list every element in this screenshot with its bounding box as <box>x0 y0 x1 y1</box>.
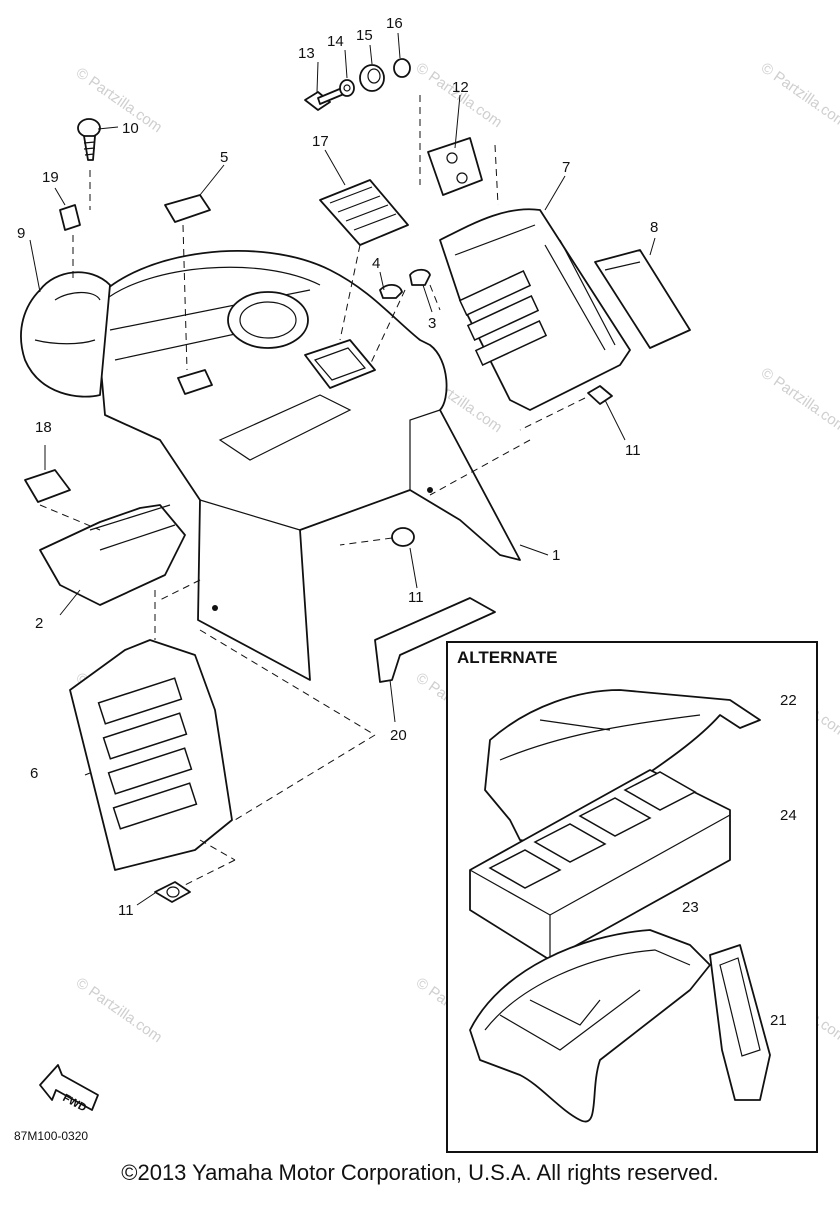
part-18-sticker <box>24 469 71 503</box>
part-20-strip <box>374 597 496 683</box>
callout-5: 5 <box>220 149 228 166</box>
part-5-clip <box>164 194 211 223</box>
callout-11: 11 <box>625 442 641 459</box>
callout-21: 21 <box>770 1012 787 1029</box>
callout-20: 20 <box>390 727 407 744</box>
part-11-bolts <box>154 385 613 903</box>
fasteners-13-16 <box>304 58 411 111</box>
watermark: © Partzilla.com <box>758 59 840 131</box>
callout-24: 24 <box>780 807 797 824</box>
callout-19: 19 <box>42 169 59 186</box>
part-17-pad <box>319 179 409 246</box>
fwd-arrow: FWD <box>39 1064 99 1114</box>
callout-18: 18 <box>35 419 52 436</box>
part-19-cap <box>59 204 81 231</box>
part-1-rear-body <box>94 250 521 681</box>
drawing-code: 87M100-0320 <box>14 1129 88 1143</box>
callout-6: 6 <box>30 765 38 782</box>
alternate-label: ALTERNATE <box>457 648 557 667</box>
alternate-box: ALTERNATE <box>446 641 818 1153</box>
watermark: © Partzilla.com <box>758 364 840 436</box>
callout-13: 13 <box>298 45 315 62</box>
watermark: © Partzilla.com <box>73 974 166 1046</box>
callout-4: 4 <box>372 255 380 272</box>
callout-12: 12 <box>452 79 469 96</box>
callout-2: 2 <box>35 615 43 632</box>
callout-7: 7 <box>562 159 570 176</box>
callout-23: 23 <box>682 899 699 916</box>
callout-10: 10 <box>122 120 139 137</box>
callout-8: 8 <box>650 219 658 236</box>
part-6-grille <box>69 639 233 871</box>
part-10-bolt <box>77 118 101 161</box>
callout-1: 1 <box>552 547 560 564</box>
callout-15: 15 <box>356 27 373 44</box>
callout-11: 11 <box>118 902 134 919</box>
callout-14: 14 <box>327 33 344 50</box>
callout-11: 11 <box>408 589 424 606</box>
callout-3: 3 <box>428 315 436 332</box>
callout-17: 17 <box>312 133 329 150</box>
part-8-plate <box>594 249 691 349</box>
callouts: 1 2 3 4 5 6 7 8 9 10 11 11 11 12 13 14 1… <box>17 15 797 1029</box>
part-9-side-cover <box>20 271 111 398</box>
callout-22: 22 <box>780 692 797 709</box>
callout-16: 16 <box>386 15 403 32</box>
part-7-vent-cover <box>439 208 631 411</box>
callout-9: 9 <box>17 225 25 242</box>
copyright-notice: ©2013 Yamaha Motor Corporation, U.S.A. A… <box>121 1160 719 1185</box>
parts-3-4-pins <box>379 268 431 299</box>
part-2-bracket <box>39 504 186 606</box>
